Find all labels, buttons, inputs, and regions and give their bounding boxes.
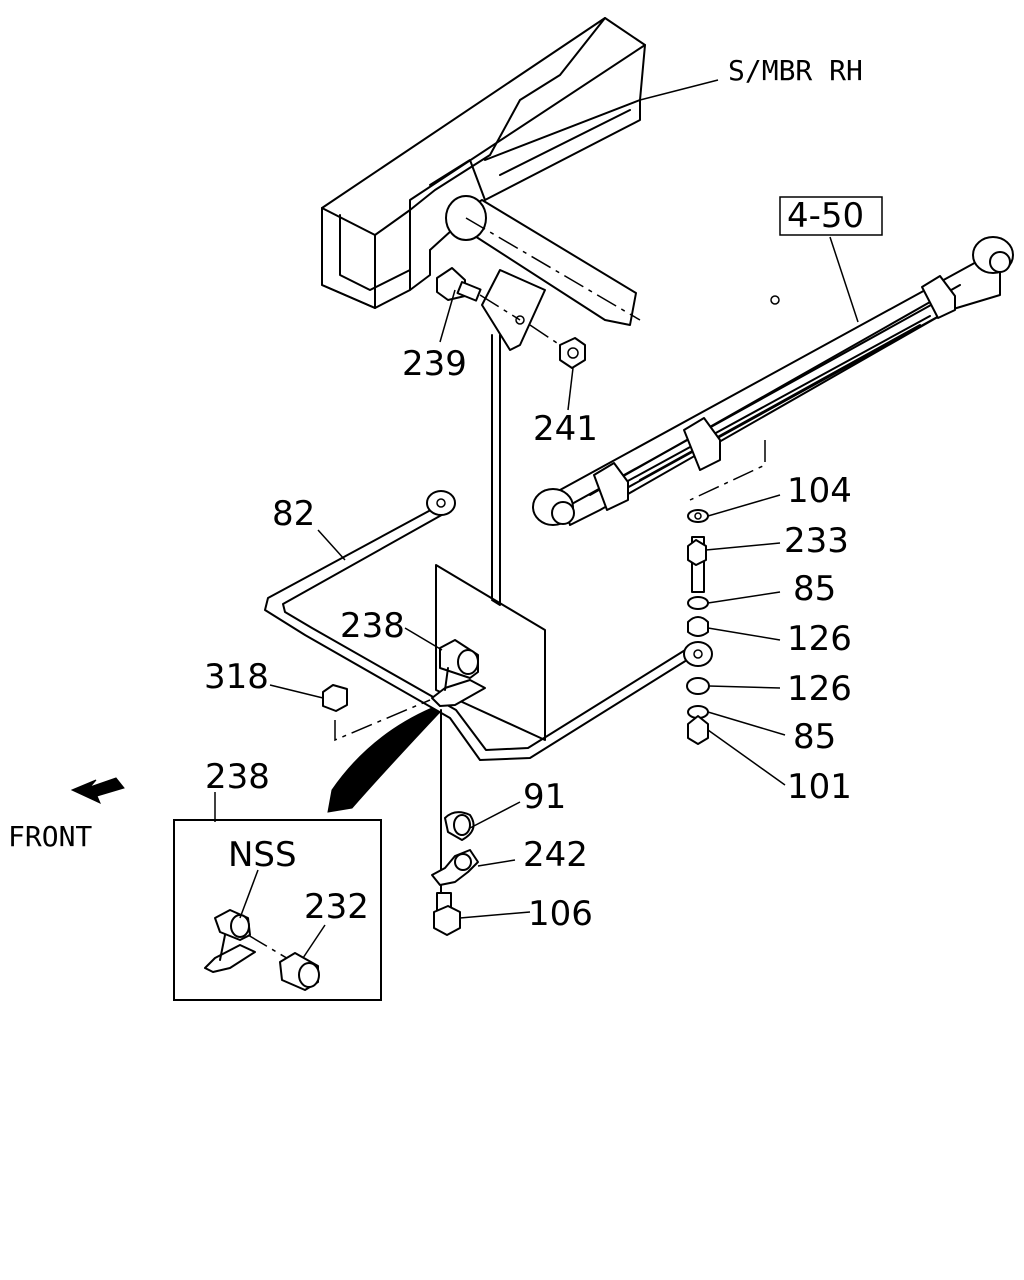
callout-85-upper[interactable]: 85 <box>793 569 836 609</box>
callout-85-lower[interactable]: 85 <box>793 717 836 757</box>
leaf-spring <box>532 236 1014 526</box>
callout-238[interactable]: 238 <box>340 606 405 646</box>
callout-82[interactable]: 82 <box>272 494 315 534</box>
clamp-91 <box>444 811 475 841</box>
detail-box <box>173 819 382 1001</box>
callout-126-lower[interactable]: 126 <box>787 669 852 709</box>
stabilizer-bar <box>264 490 713 761</box>
bolt-239 <box>436 267 521 321</box>
nut-318 <box>322 684 348 712</box>
bracket-242 <box>431 849 479 886</box>
bolt-106 <box>433 892 461 936</box>
spring-ref-box <box>779 196 883 236</box>
side-member-frame <box>321 17 646 309</box>
callout-101[interactable]: 101 <box>787 767 852 807</box>
callout-91[interactable]: 91 <box>523 777 566 817</box>
detail-box-ref[interactable]: 238 <box>205 757 270 797</box>
leader-lines <box>214 79 859 959</box>
front-arrow-icon <box>70 777 125 805</box>
detail-pointer-arrow <box>327 707 441 813</box>
callout-106[interactable]: 106 <box>528 894 593 934</box>
side-member-label: S/MBR RH <box>728 54 863 87</box>
callout-242[interactable]: 242 <box>523 835 588 875</box>
hanger-bracket <box>481 269 546 351</box>
detail-nss-label: NSS <box>228 835 297 875</box>
callout-232[interactable]: 232 <box>304 887 369 927</box>
crossmember-tube <box>445 195 641 326</box>
callout-104[interactable]: 104 <box>787 471 852 511</box>
bushing-bracket-238 <box>431 639 486 707</box>
nut-241 <box>529 324 586 369</box>
callout-318[interactable]: 318 <box>204 657 269 697</box>
spring-ref-label[interactable]: 4-50 <box>787 196 864 236</box>
link-stack <box>686 509 710 745</box>
front-label: FRONT <box>8 820 92 853</box>
callout-126-upper[interactable]: 126 <box>787 619 852 659</box>
callout-241[interactable]: 241 <box>533 409 598 449</box>
callout-233[interactable]: 233 <box>784 521 849 561</box>
callout-239[interactable]: 239 <box>402 344 467 384</box>
link-plate <box>435 334 546 741</box>
